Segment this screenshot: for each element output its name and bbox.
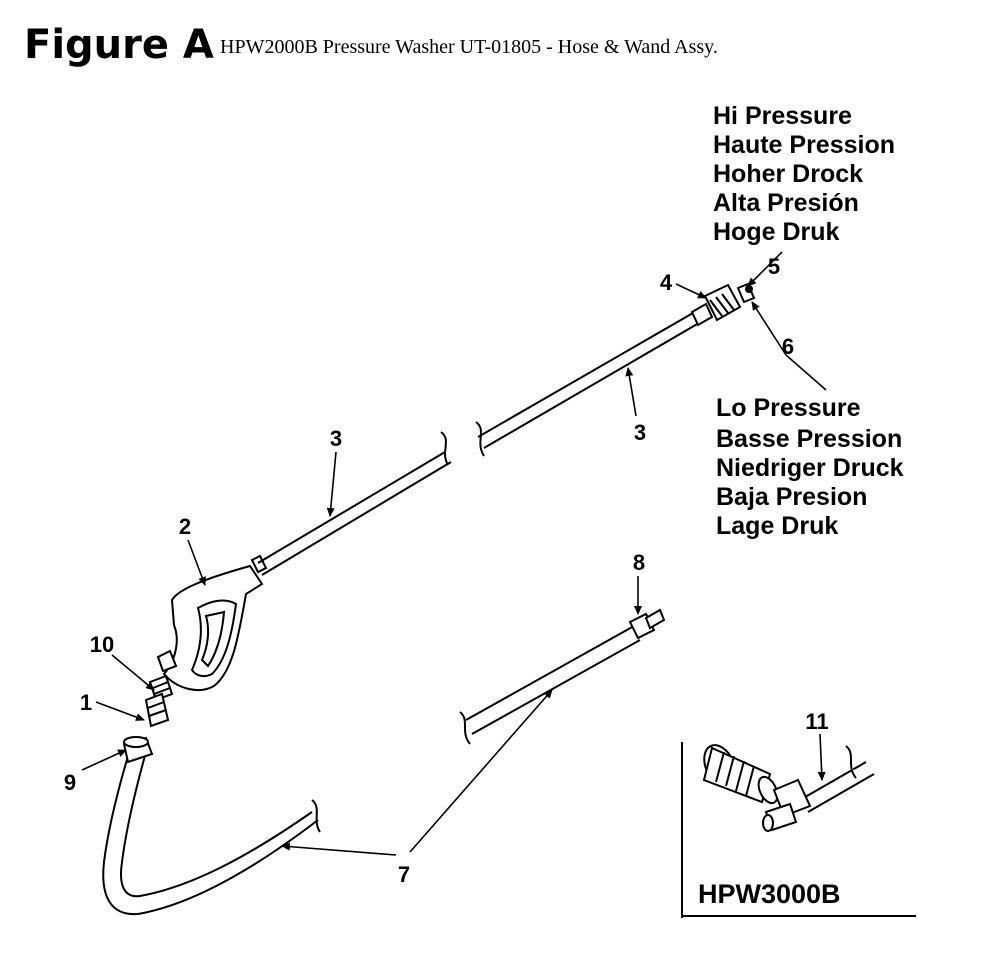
nozzle-assembly (690, 282, 756, 327)
hi-pressure-label-nl: Hoge Druk (713, 218, 840, 246)
callout-3-left: 3 (330, 426, 342, 451)
hpw3000b-inset: HPW3000B (681, 742, 916, 918)
hi-pressure-labels: Hi Pressure Haute Pression Hoher Drock A… (713, 102, 895, 246)
hi-pressure-label-fr: Haute Pression (713, 131, 895, 159)
callout-5: 5 (768, 254, 780, 279)
inset-nozzle-assembly (702, 744, 875, 832)
spray-wand (250, 312, 700, 576)
hose-end-fitting (459, 608, 666, 745)
hi-pressure-label-de: Hoher Drock (713, 160, 863, 188)
high-pressure-hose (102, 736, 321, 916)
quick-coupler (144, 674, 174, 728)
callout-6: 6 (782, 334, 794, 359)
hi-pressure-label-es: Alta Presión (713, 189, 859, 217)
leader-lines (81, 251, 827, 856)
callout-3-right: 3 (634, 420, 646, 445)
callout-9: 9 (64, 770, 76, 795)
callout-4: 4 (660, 270, 673, 295)
callout-8: 8 (633, 550, 645, 575)
callout-1: 1 (80, 690, 92, 715)
figure-subtitle: HPW2000B Pressure Washer UT-01805 - Hose… (220, 36, 718, 58)
lo-pressure-label-es: Baja Presion (716, 483, 867, 511)
lo-pressure-label-fr: Basse Pression (716, 425, 902, 453)
lo-pressure-label-de: Niedriger Druck (716, 454, 904, 482)
callout-11: 11 (805, 709, 828, 734)
lo-pressure-label-nl: Lage Druk (716, 512, 838, 540)
hi-pressure-label-en: Hi Pressure (713, 102, 852, 130)
lo-pressure-labels: Lo Pressure Basse Pression Niedriger Dru… (716, 394, 904, 540)
figure-label: Figure A (24, 22, 214, 68)
lo-pressure-label-en: Lo Pressure (716, 394, 861, 422)
spray-gun (156, 564, 264, 691)
callout-10: 10 (90, 632, 114, 657)
inset-model-label: HPW3000B (698, 879, 841, 909)
callout-2: 2 (179, 514, 191, 539)
callout-7: 7 (398, 862, 410, 887)
